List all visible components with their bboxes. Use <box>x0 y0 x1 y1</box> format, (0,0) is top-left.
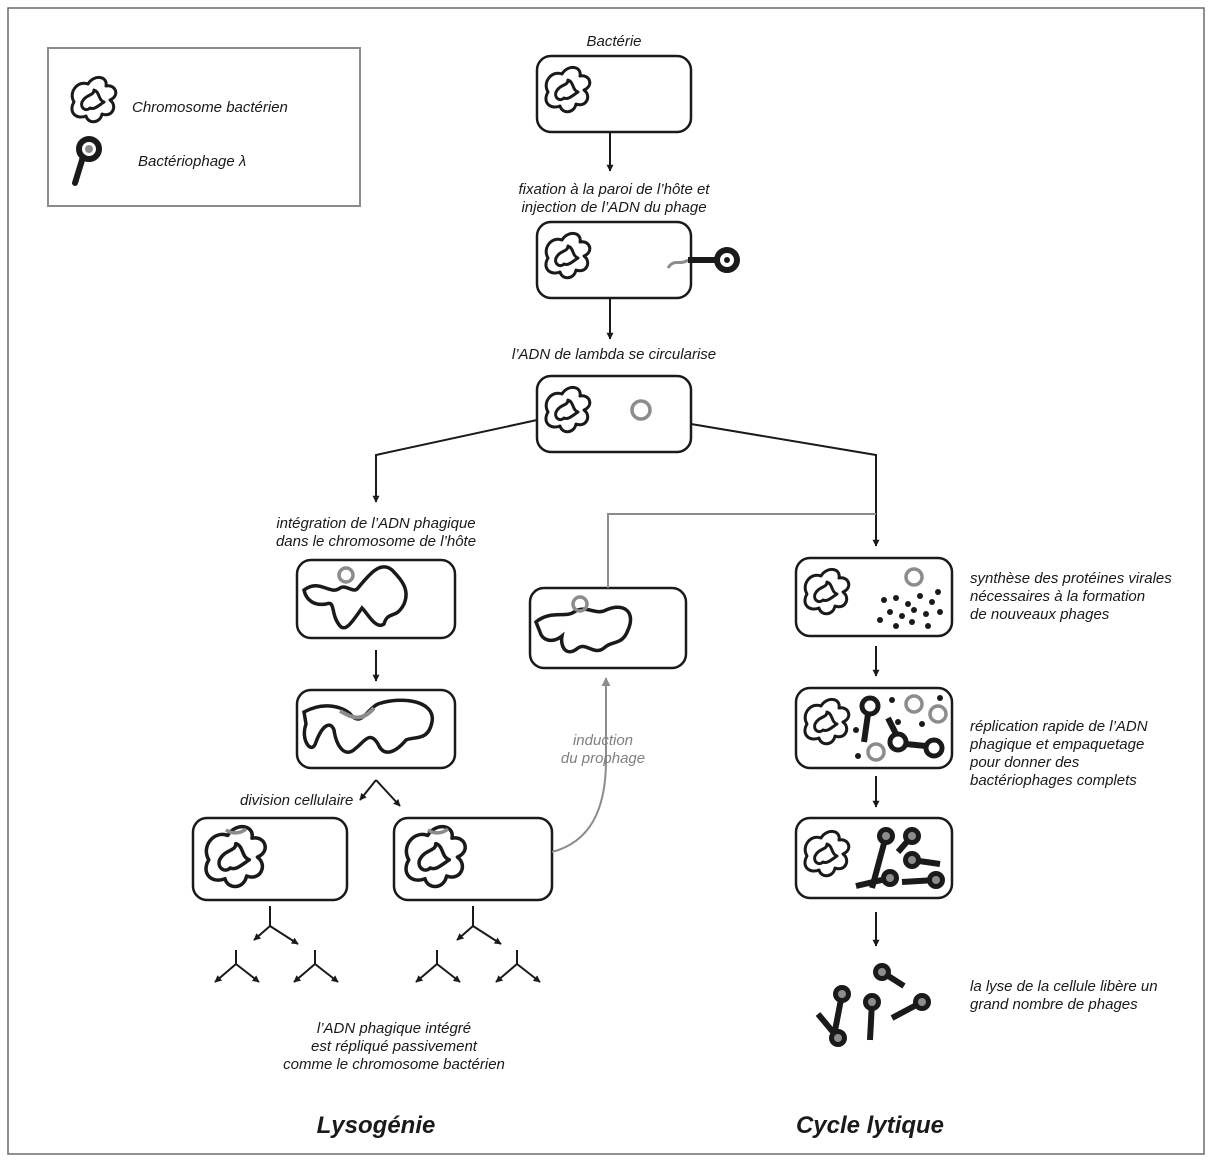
replication-label-line-3: pour donner des <box>970 754 1080 771</box>
synthesis-cell <box>794 556 954 638</box>
legend-phage-label: Bactériophage λ <box>138 153 247 170</box>
induction-label-line-1: induction <box>572 732 634 749</box>
phage-dna-circle <box>904 567 924 587</box>
replication-cell <box>794 686 954 770</box>
passive-replication-line-1: l’ADN phagique intégré <box>316 1020 472 1037</box>
bacterium-label: Bactérie <box>586 33 642 50</box>
lysis-label-line-1: la lyse de la cellule libère un <box>970 978 1158 995</box>
division-label: division cellulaire <box>240 792 354 809</box>
induction-curve <box>551 677 611 853</box>
bacterium-cell <box>535 54 693 134</box>
circularization-cell <box>535 374 693 454</box>
legend-phage-icon <box>75 139 99 183</box>
replication-label-line-2: phagique et empaquetage <box>970 736 1145 753</box>
phage-dna-circle <box>337 566 355 584</box>
branch-to-lysogeny <box>372 419 538 503</box>
synthesis-label-line-3: de nouveaux phages <box>970 606 1110 623</box>
phage-dna-injection <box>666 258 689 269</box>
lytic-cycle-title: Cycle lytique <box>795 1112 945 1139</box>
lysis-label-line-2: grand nombre de phages <box>970 996 1138 1013</box>
legend-box <box>47 47 361 207</box>
integration-label-line-2: dans le chromosome de l’hôte <box>275 533 477 550</box>
attachment-label-line-1: fixation à la paroi de l’hôte et <box>518 181 710 198</box>
passive-replication-line-3: comme le chromosome bactérien <box>283 1056 505 1073</box>
attachment-cell <box>535 220 693 300</box>
integrated-phage-dna <box>427 827 450 835</box>
induction-to-lytic <box>607 513 876 588</box>
replication-label-line-4: bactériophages complets <box>970 772 1137 789</box>
viral-proteins <box>877 589 943 629</box>
induction-label-line-2: du prophage <box>560 750 646 767</box>
daughter-cell-right <box>392 816 554 902</box>
synthesis-label-line-2: nécessaires à la formation <box>970 588 1146 605</box>
phage-head-icon <box>714 247 740 273</box>
division-split <box>359 779 377 801</box>
replication-label-line-1: réplication rapide de l’ADN <box>970 718 1148 735</box>
integrated-phage-dna <box>225 827 248 835</box>
induced-cell <box>528 586 688 670</box>
division-split <box>375 779 401 807</box>
released-phages <box>815 963 931 1047</box>
passive-replication-line-2: est répliqué passivement <box>311 1038 477 1055</box>
integration-cell <box>295 558 457 640</box>
legend-chromosome-label: Chromosome bactérien <box>132 99 288 116</box>
integrated-phage-dna <box>339 706 376 720</box>
replication-arrows-left <box>214 906 339 983</box>
outer-border <box>7 7 1205 1155</box>
prophage-cell <box>295 688 457 770</box>
integration-label-line-1: intégration de l’ADN phagique <box>276 515 476 532</box>
synthesis-label-line-1: synthèse des protéines virales <box>970 570 1172 587</box>
complete-phages <box>855 827 945 889</box>
replication-arrows-right <box>415 906 541 983</box>
integrated-chromosome <box>302 565 408 630</box>
assembling-phages <box>853 694 948 762</box>
excised-phage-dna <box>571 595 589 613</box>
circularization-label: l’ADN de lambda se circularise <box>511 346 717 363</box>
daughter-cell-left <box>191 816 349 902</box>
lysogeny-title: Lysogénie <box>316 1112 436 1139</box>
branch-to-lytic <box>690 423 880 547</box>
circular-phage-dna <box>630 399 652 421</box>
attachment-label-line-2: injection de l’ADN du phage <box>521 199 707 216</box>
legend-chromosome-icon <box>70 75 118 124</box>
